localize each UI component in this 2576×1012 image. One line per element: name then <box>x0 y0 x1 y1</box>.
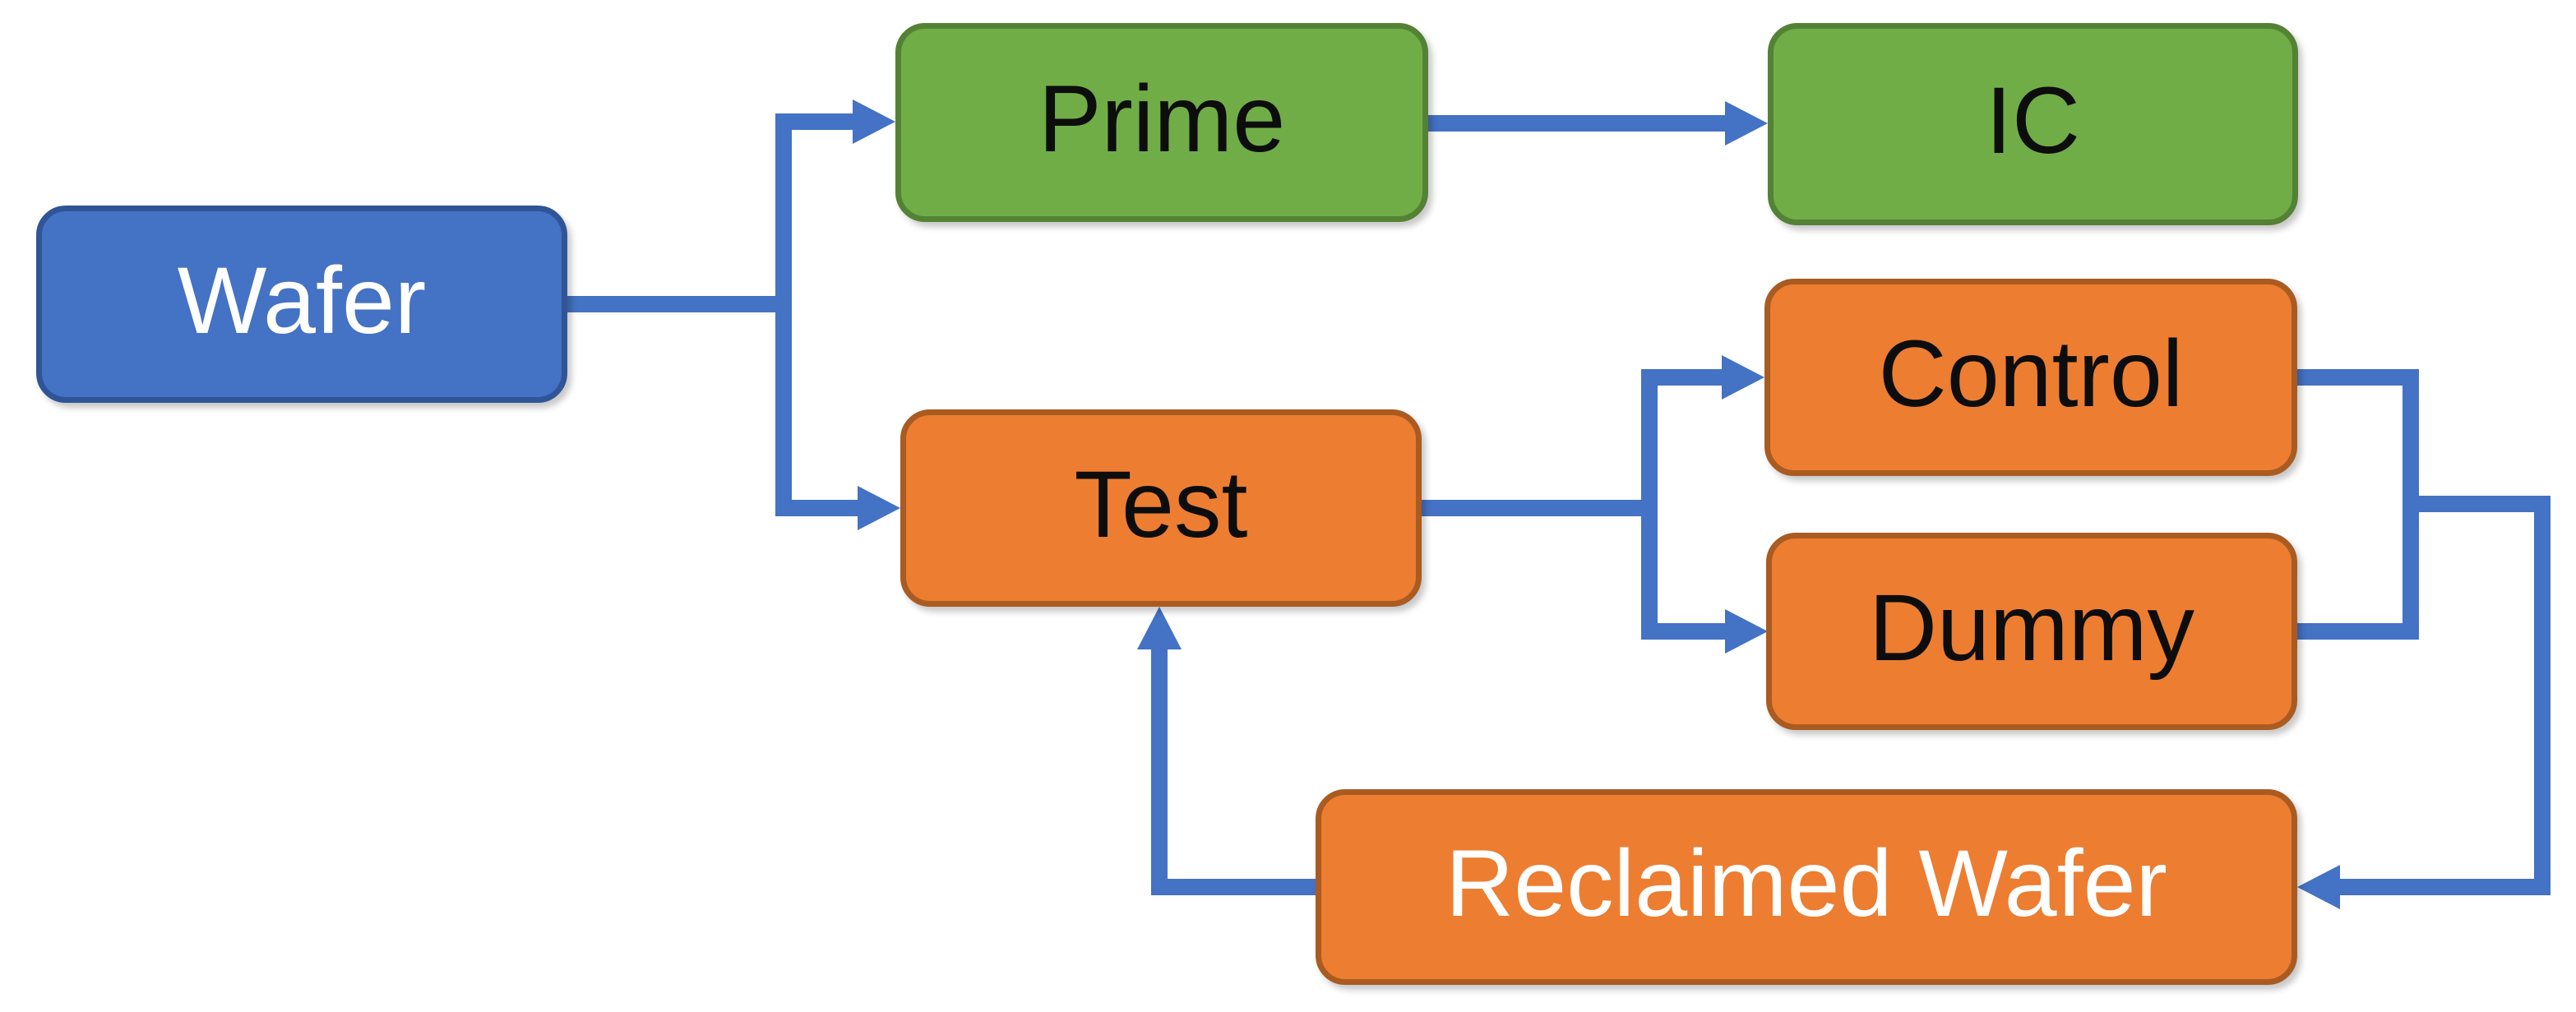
node-dummy: Dummy <box>1766 533 2297 730</box>
node-label-dummy: Dummy <box>1868 575 2195 681</box>
arrowhead-into-ic <box>1725 101 1768 146</box>
arrowhead-into-reclaimed <box>2297 865 2340 909</box>
node-label-test: Test <box>1074 451 1248 557</box>
node-label-prime: Prime <box>1038 66 1286 172</box>
node-control: Control <box>1764 279 2297 476</box>
connector-merge-reclaimed <box>2335 496 2551 895</box>
arrowhead-into-prime <box>853 99 895 144</box>
arrowhead-into-test <box>858 486 900 530</box>
node-test: Test <box>900 409 1422 607</box>
node-label-control: Control <box>1878 321 2184 427</box>
node-wafer: Wafer <box>36 206 567 403</box>
arrowhead-into-dummy <box>1725 609 1768 654</box>
connector-wafer-split <box>775 113 861 516</box>
connector-control-dummy-merge <box>2297 369 2419 640</box>
arrowhead-into-test-bottom <box>1137 607 1182 649</box>
arrowhead-into-control <box>1722 355 1764 400</box>
node-prime: Prime <box>895 23 1428 222</box>
node-label-wafer: Wafer <box>177 247 427 354</box>
connector-reclaimed-test <box>1151 649 1316 895</box>
node-label-ic: IC <box>1986 67 2080 173</box>
node-ic: IC <box>1768 23 2298 225</box>
node-label-reclaimed-wafer: Reclaimed Wafer <box>1445 830 2167 936</box>
connector-test-split <box>1641 369 1728 640</box>
node-reclaimed-wafer: Reclaimed Wafer <box>1316 789 2297 985</box>
